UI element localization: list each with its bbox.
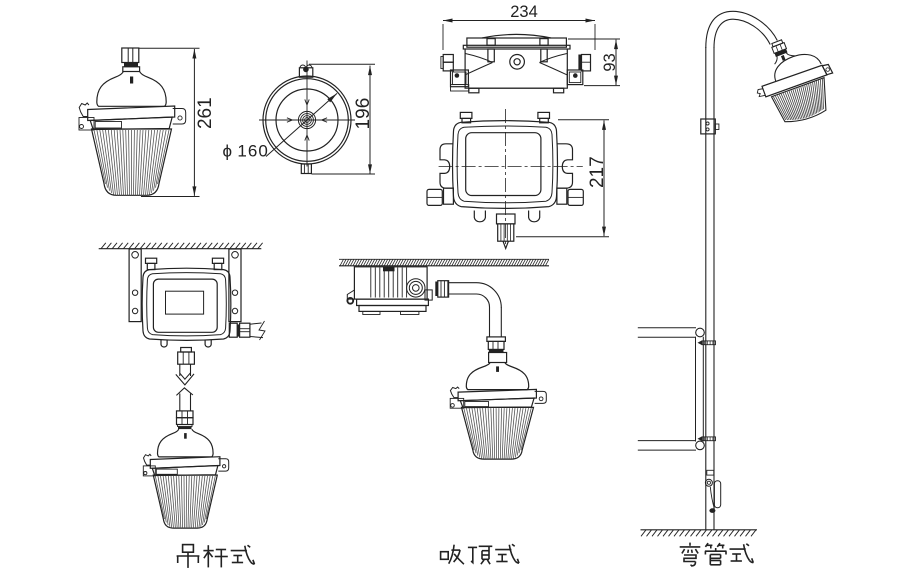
svg-text:ϕ 160: ϕ 160 xyxy=(223,142,269,161)
svg-text:217: 217 xyxy=(587,156,608,188)
svg-text:261: 261 xyxy=(195,97,216,129)
svg-text:196: 196 xyxy=(353,98,374,130)
svg-text:93: 93 xyxy=(601,53,619,71)
svg-text:234: 234 xyxy=(510,3,538,21)
